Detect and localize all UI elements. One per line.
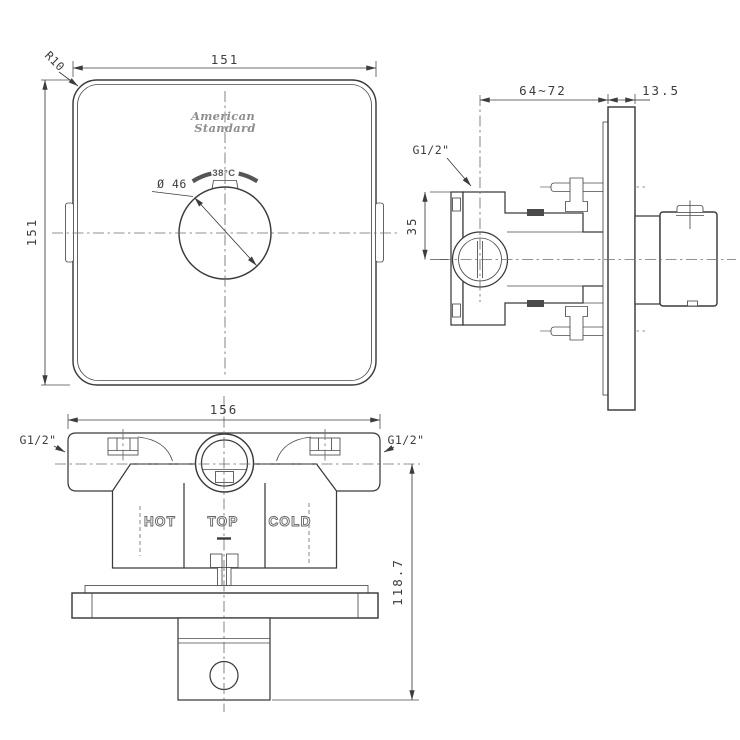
right-side-tab: [375, 202, 384, 263]
left-shoulder-fillet: [137, 436, 173, 462]
left-side-tab: [65, 202, 74, 263]
cartridge-column: [139, 483, 310, 568]
dim-side-thread: G1/2": [412, 143, 449, 157]
knob-diameter-dimension: Ø 46: [151, 177, 257, 266]
bottom-clip-left: [210, 553, 223, 568]
faceplate-inner-edge: [77, 84, 372, 381]
bottom-width-dimension: 156: [67, 402, 381, 429]
right-shoulder-fillet: [276, 436, 312, 462]
upper-mounting-lug: [550, 177, 606, 212]
front-height-dimension: 151: [24, 79, 70, 386]
bottom-thread-right-callout: G1/2": [383, 433, 424, 453]
plate-thickness-dimension: 13.5: [607, 83, 680, 103]
front-view: 38°C American Standard Ø 46 151 151: [24, 48, 398, 386]
dim-bottom-height: 118.7: [390, 558, 405, 606]
lower-mounting-lug: [550, 306, 606, 341]
bottom-centerlines: [55, 396, 420, 712]
bottom-view: HOT TOP COLD 156 G1/2" G1/2": [19, 396, 424, 712]
dim-depth-range: 64~72: [519, 83, 567, 98]
bottom-clip-right: [226, 553, 239, 568]
dim-thread-right: G1/2": [387, 433, 424, 447]
upper-clip: [527, 209, 544, 216]
port-labels: HOT TOP COLD: [143, 514, 311, 530]
dim-plate-thickness: 13.5: [642, 83, 680, 98]
handle-knob-side: [634, 200, 718, 307]
dim-bottom-width: 156: [210, 402, 239, 417]
valve-body-side: [462, 191, 609, 326]
front-width-dimension: 151: [72, 52, 377, 77]
brand-logo: American Standard: [190, 109, 255, 135]
top-outlet-port: [194, 433, 255, 493]
port-offset-dimension: 35: [404, 191, 452, 260]
side-view: 64~72 13.5 G1/2" 35: [404, 83, 736, 411]
thermostat-arc: [191, 171, 259, 184]
dim-front-height: 151: [24, 218, 39, 247]
side-thread-callout: G1/2": [412, 143, 472, 187]
logo-line2: Standard: [194, 121, 255, 135]
depth-dimension: 64~72: [479, 83, 636, 104]
logo-line1: American: [190, 109, 255, 123]
knob-bottom-notch: [687, 300, 698, 307]
dim-corner-radius: R10: [42, 48, 68, 74]
stem-and-plate: [71, 567, 379, 701]
escutcheon-plate-edge: [607, 106, 636, 411]
faceplate-edge-bottom: [71, 592, 379, 619]
port-label-hot: HOT: [144, 514, 176, 529]
lower-clip: [527, 300, 544, 307]
dim-thread-left: G1/2": [19, 433, 56, 447]
bottom-thread-left-callout: G1/2": [19, 433, 66, 453]
dim-front-width: 151: [211, 52, 240, 67]
port-label-cold: COLD: [268, 514, 311, 529]
bottom-height-dimension: 118.7: [272, 463, 419, 701]
dim-port-offset: 35: [404, 216, 419, 235]
dim-knob-diameter: Ø 46: [157, 177, 187, 191]
side-centerlines: [440, 95, 736, 302]
temperature-label: 38°C: [212, 168, 235, 179]
backing-strip-edge: [84, 585, 369, 594]
port-label-top: TOP: [207, 514, 238, 529]
valve-body-bottom: [111, 463, 338, 569]
